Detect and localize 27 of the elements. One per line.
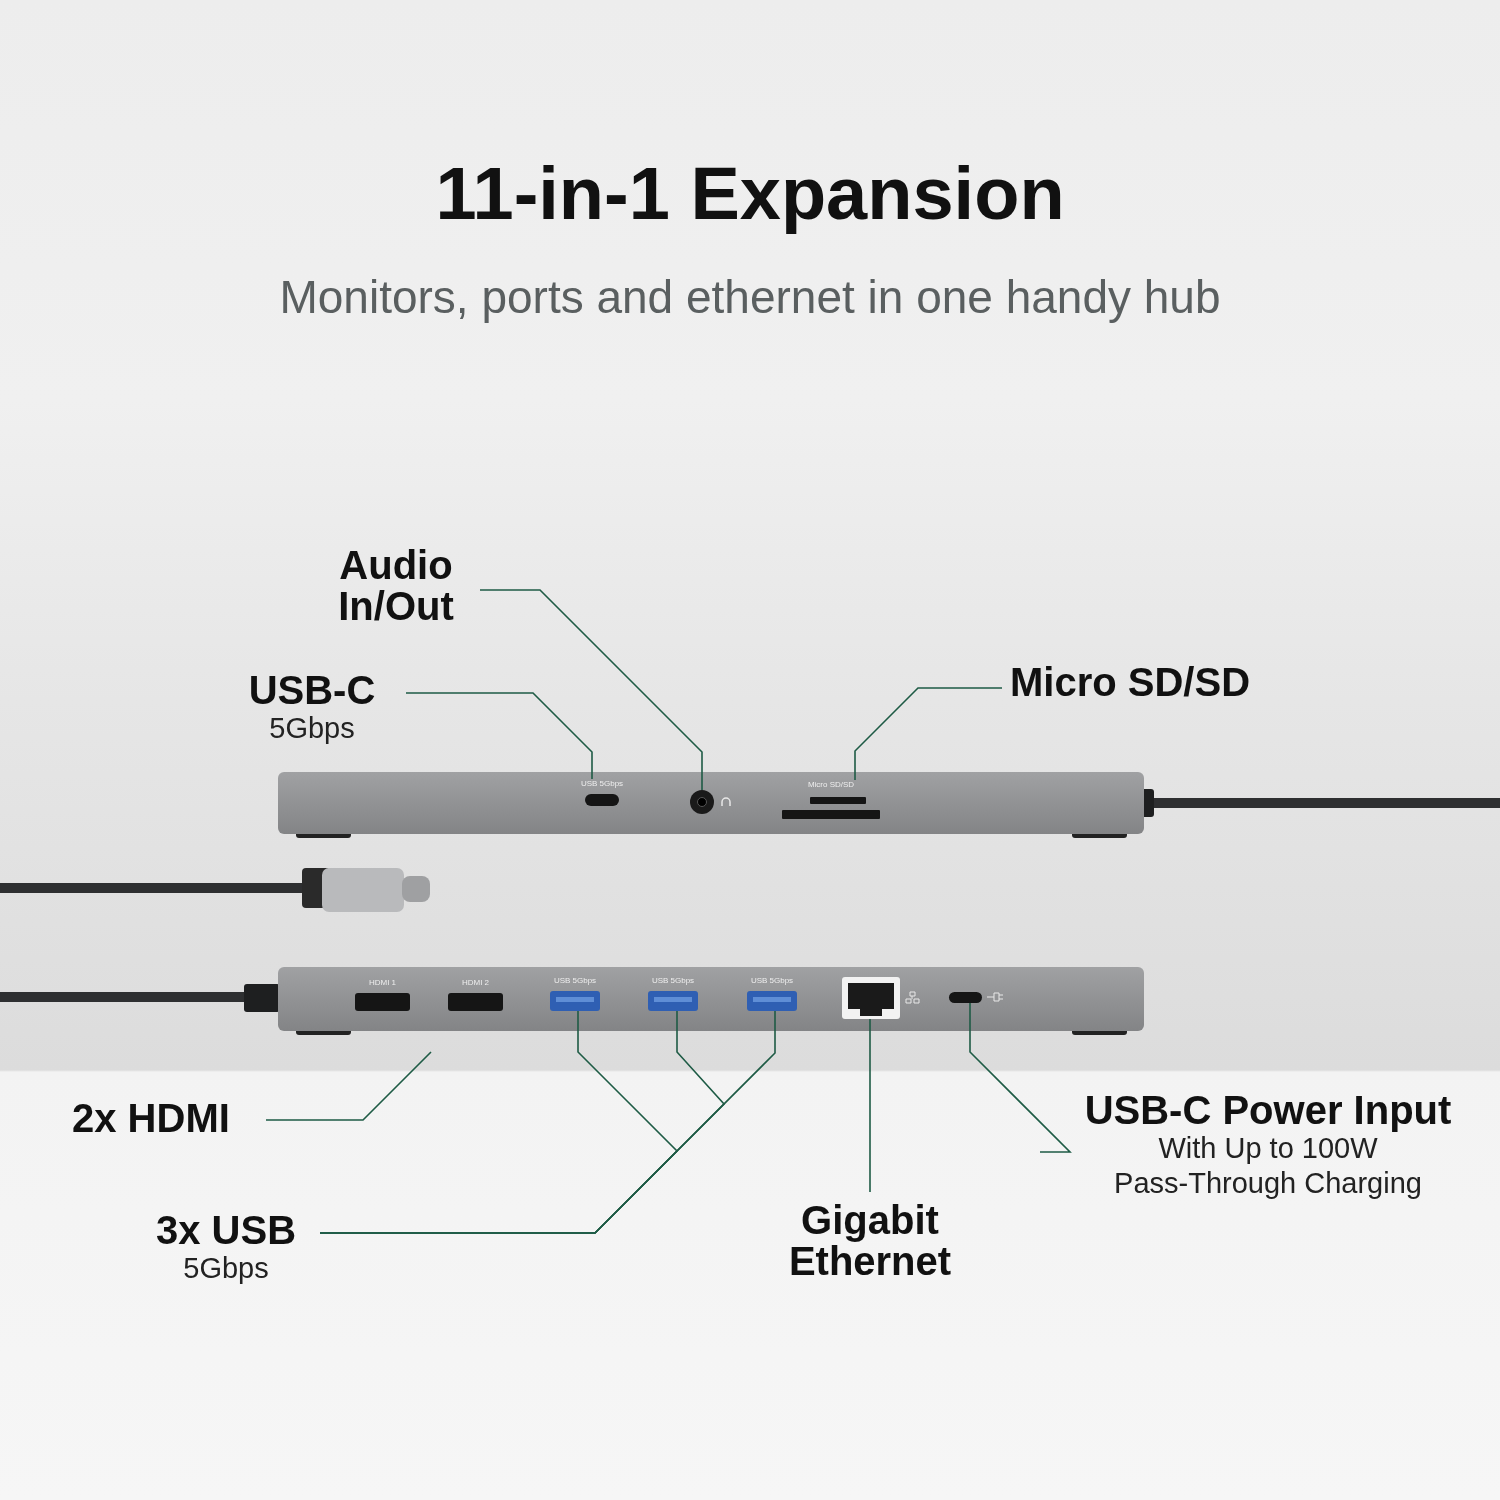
port-print: USB 5Gbps bbox=[579, 779, 625, 788]
port-print: Micro SD/SD bbox=[806, 780, 856, 789]
leader-line bbox=[854, 687, 1003, 781]
port-label: USB-C bbox=[247, 670, 377, 711]
port-detail: 5Gbps bbox=[268, 711, 356, 746]
port-print: HDMI 2 bbox=[460, 978, 491, 987]
usb-c-port bbox=[949, 992, 982, 1003]
port-label: Gigabit Ethernet bbox=[770, 1200, 970, 1282]
leader-line bbox=[405, 692, 593, 780]
port-print: HDMI 1 bbox=[367, 978, 398, 987]
leader-line bbox=[869, 1018, 871, 1193]
port-label: 3x USB bbox=[154, 1210, 298, 1251]
port-detail: With Up to 100W Pass-Through Charging bbox=[1113, 1132, 1423, 1201]
ethernet-port bbox=[842, 977, 900, 1019]
port-print: USB 5Gbps bbox=[650, 976, 696, 985]
title: 11-in-1 Expansion bbox=[434, 151, 1066, 237]
port-label: Micro SD/SD bbox=[1010, 662, 1290, 703]
port-label: 2x HDMI bbox=[72, 1098, 262, 1139]
port-print: USB 5Gbps bbox=[749, 976, 795, 985]
subtitle: Monitors, ports and ethernet in one handy hub bbox=[278, 270, 1222, 324]
leader-line bbox=[479, 589, 703, 791]
port-label: Audio In/Out bbox=[316, 545, 476, 627]
port-detail: 5Gbps bbox=[182, 1251, 270, 1286]
port-label: USB-C Power Input bbox=[1083, 1090, 1453, 1131]
leader-line bbox=[265, 1051, 432, 1121]
leader-line bbox=[969, 1002, 1072, 1153]
port-print: USB 5Gbps bbox=[552, 976, 598, 985]
